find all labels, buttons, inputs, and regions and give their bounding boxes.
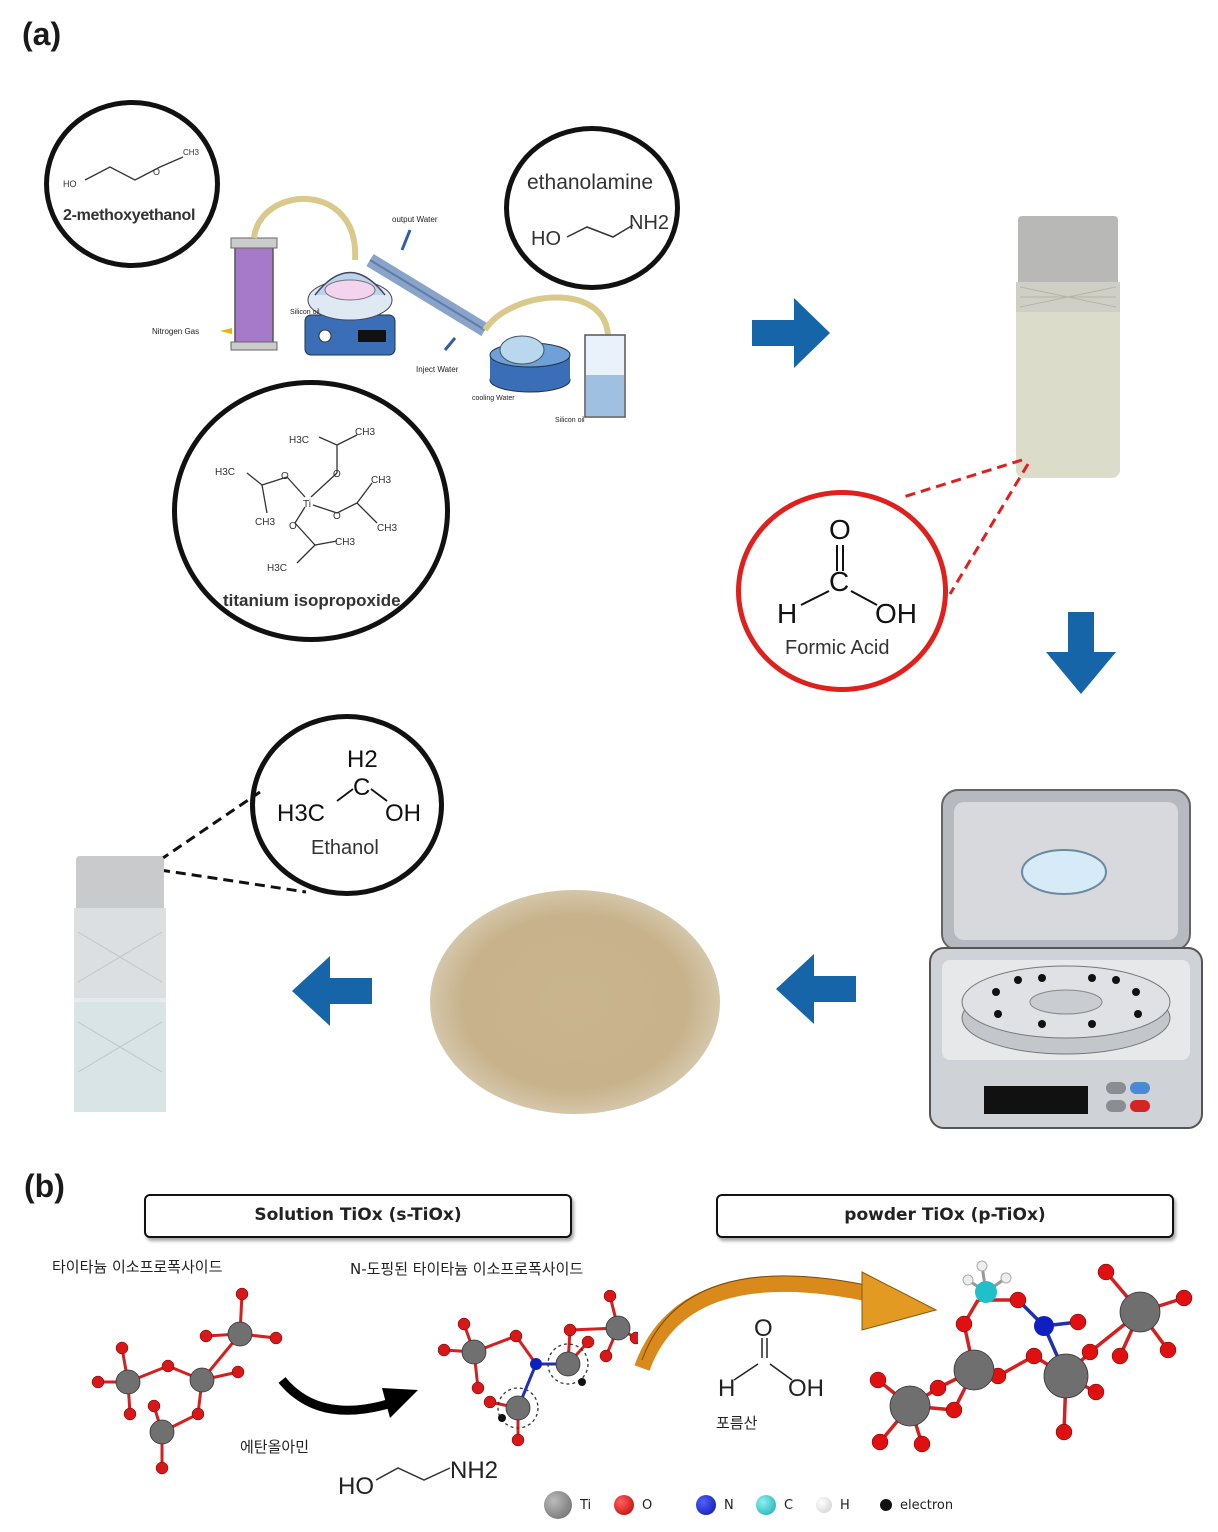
label-silicon-oil-2: Silicon oil	[555, 417, 585, 424]
svg-text:H2: H2	[347, 746, 378, 773]
panel-a-label: (a)	[22, 16, 62, 52]
svg-text:O: O	[289, 521, 297, 532]
svg-text:OH: OH	[788, 1375, 824, 1402]
ethanolamine-reaction-arrow	[278, 1377, 418, 1418]
label-cooling-water: cooling Water	[472, 395, 515, 402]
formic-acid-kr-label: 포름산	[716, 1414, 758, 1432]
svg-text:O: O	[754, 1315, 773, 1342]
molecule-1-label: 타이타늄 이소프로폭사이드	[52, 1258, 223, 1276]
svg-text:O: O	[333, 511, 341, 522]
svg-text:NH2: NH2	[450, 1457, 498, 1484]
svg-text:C: C	[353, 774, 370, 801]
ethanol-callout-lines	[159, 790, 307, 894]
ti-atom-swatch-icon	[544, 1491, 572, 1519]
svg-text:C: C	[829, 566, 849, 597]
n-doped-titanium-isopropoxide-model	[438, 1290, 638, 1447]
heating-furnace	[929, 789, 1203, 1129]
svg-text:CH3: CH3	[255, 517, 275, 528]
svg-text:NH2: NH2	[629, 212, 669, 234]
ethanolamine-structure: HO NH2	[531, 212, 669, 250]
svg-text:CH3: CH3	[335, 537, 355, 548]
legend-ti: Ti	[544, 1491, 591, 1519]
svg-text:CH3: CH3	[183, 148, 200, 157]
svg-text:H3C: H3C	[277, 800, 325, 827]
tiox-powder	[430, 890, 720, 1114]
n-atom-swatch-icon	[696, 1495, 716, 1515]
legend-o: O	[614, 1492, 652, 1518]
svg-text:Ti: Ti	[303, 499, 311, 510]
svg-text:HO: HO	[531, 228, 561, 250]
svg-text:CH3: CH3	[355, 427, 375, 438]
svg-text:O: O	[281, 471, 289, 482]
formic-acid-formula: O H OH	[718, 1315, 824, 1402]
formic-acid-reaction-arrow	[634, 1271, 938, 1371]
formic-acid-name: Formic Acid	[785, 637, 890, 659]
svg-text:H3C: H3C	[267, 563, 287, 574]
powder-tiox-model	[869, 1260, 1193, 1453]
svg-text:OH: OH	[385, 800, 421, 827]
final-vial	[74, 856, 166, 1112]
legend-c: C	[756, 1492, 793, 1518]
legend-electron: electron	[880, 1492, 953, 1518]
arrow-down	[1046, 612, 1116, 694]
arrow-left-1	[776, 954, 856, 1024]
panel-b-label: (b)	[24, 1168, 65, 1204]
ethanolamine-kr-label: 에탄올아민	[240, 1438, 310, 1456]
reflux-apparatus: output Water Nitrogen Gas Silicon oil In…	[152, 196, 626, 424]
ethanol-circle: H2 C H3C OH Ethanol	[250, 714, 444, 896]
legend-h: H	[816, 1492, 850, 1518]
formic-acid-structure: O C H OH	[777, 514, 917, 629]
svg-text:O: O	[333, 469, 341, 480]
methoxyethanol-name: 2-methoxyethanol	[63, 207, 196, 224]
svg-text:O: O	[153, 167, 160, 177]
electron-swatch-icon	[880, 1499, 892, 1511]
formic-acid-circle: O C H OH Formic Acid	[736, 490, 948, 692]
h-atom-swatch-icon	[816, 1497, 832, 1513]
arrow-right-1	[752, 298, 830, 368]
ethanolamine-formula: HO NH2	[338, 1457, 498, 1500]
ethanol-name: Ethanol	[311, 837, 379, 859]
titanium-isopropoxide-structure: Ti O O O O H3C CH3 H3C CH3 CH3 CH3 CH3 H…	[215, 427, 397, 574]
label-inject-water: Inject Water	[416, 365, 459, 374]
titanium-isopropoxide-name: titanium isopropoxide	[223, 591, 401, 610]
ethanolamine-name: ethanolamine	[527, 171, 654, 194]
arrow-left-2	[292, 956, 372, 1026]
svg-text:H: H	[718, 1375, 735, 1402]
svg-text:HO: HO	[63, 179, 77, 189]
ethanolamine-circle: ethanolamine HO NH2	[504, 126, 680, 290]
ethanol-structure: H2 C H3C OH	[277, 746, 421, 827]
sol-vial	[1016, 216, 1120, 478]
svg-text:H3C: H3C	[289, 435, 309, 446]
svg-text:HO: HO	[338, 1473, 374, 1500]
titanium-isopropoxide-model	[91, 1287, 283, 1475]
svg-text:H: H	[777, 598, 797, 629]
svg-text:OH: OH	[875, 598, 917, 629]
powder-tiox-box: powder TiOx (p-TiOx)	[716, 1194, 1174, 1238]
o-atom-swatch-icon	[614, 1495, 634, 1515]
svg-text:H3C: H3C	[215, 467, 235, 478]
c-atom-swatch-icon	[756, 1495, 776, 1515]
label-nitrogen-gas: Nitrogen Gas	[152, 327, 199, 336]
legend-n: N	[696, 1492, 734, 1518]
methoxyethanol-structure: HO CH3 O	[63, 148, 200, 189]
svg-text:CH3: CH3	[377, 523, 397, 534]
titanium-isopropoxide-circle: Ti O O O O H3C CH3 H3C CH3 CH3 CH3 CH3 H…	[172, 380, 450, 642]
formic-acid-callout-lines	[899, 458, 1030, 595]
solution-tiox-box: Solution TiOx (s-TiOx)	[144, 1194, 572, 1238]
svg-text:CH3: CH3	[371, 475, 391, 486]
svg-text:O: O	[829, 514, 851, 545]
methoxyethanol-circle: HO CH3 O 2-methoxyethanol	[44, 100, 220, 268]
label-output-water: output Water	[392, 215, 438, 224]
label-silicon-oil: Silicon oil	[290, 309, 320, 316]
molecule-2-label: N-도핑된 타이타늄 이소프로폭사이드	[350, 1260, 584, 1278]
